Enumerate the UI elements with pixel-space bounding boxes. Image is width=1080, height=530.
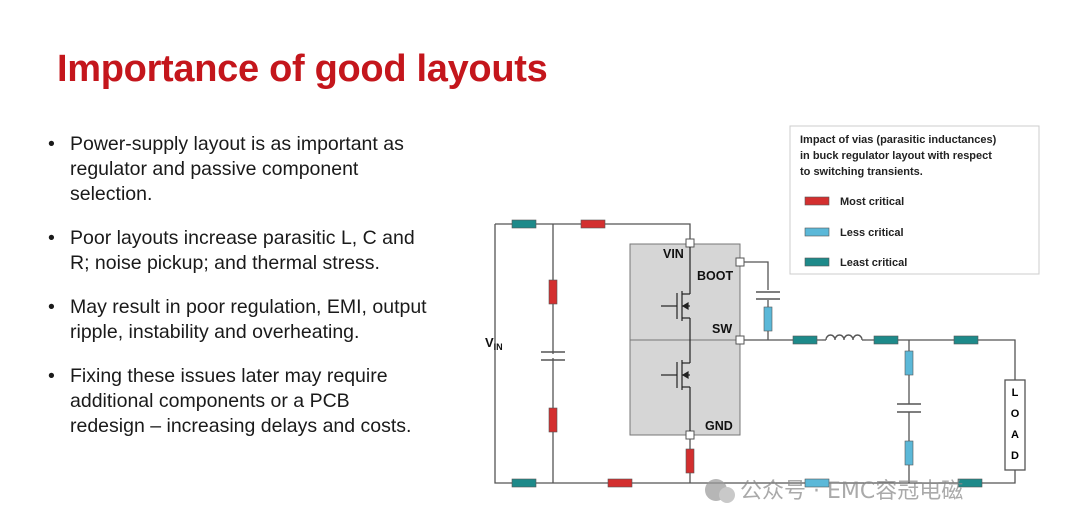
bullet-line: Power-supply layout is as important as [70,133,404,155]
high-side-mosfet [661,247,691,340]
load: L O A D [1004,379,1026,471]
boot-capacitor [756,291,780,300]
legend-label-least: Least critical [840,257,907,269]
via-less [763,306,773,332]
regulator-ic: VIN BOOT SW GND [629,238,745,440]
pin-boot-label: BOOT [697,269,733,283]
bullet-line: additional components or a PCB [70,390,350,412]
via-most [580,219,606,229]
legend-swatch-least [804,257,830,267]
vias [511,219,983,488]
via-least [873,335,899,345]
bullet-line: regulator and passive component [70,158,359,180]
bullet-dot: • [48,133,55,155]
load-letter: O [1011,408,1020,420]
via-most [548,279,558,305]
bullet-dot: • [48,296,55,318]
via-most [548,407,558,433]
legend-label-less: Less critical [840,227,904,239]
bullet-line: ripple, instability and overheating. [70,321,360,343]
pin-gnd-label: GND [705,419,733,433]
legend-title-line: in buck regulator layout with respect [800,150,992,162]
via-less [904,350,914,376]
bullet-item: • Fixing these issues later may require … [48,364,468,439]
via-least [953,335,979,345]
via-less [804,478,830,488]
bullet-item: • Power-supply layout is as important as… [48,132,468,207]
load-letter: L [1012,387,1019,399]
slide-title: Importance of good layouts [57,48,548,90]
legend: Impact of vias (parasitic inductances) i… [789,125,1040,275]
bullet-item: • May result in poor regulation, EMI, ou… [48,295,468,345]
via-least [792,335,818,345]
vin-label-main: V [485,335,494,350]
bullet-list: • Power-supply layout is as important as… [48,132,468,458]
bullet-line: May result in poor regulation, EMI, outp… [70,296,427,318]
via-most [685,448,695,474]
legend-label-most: Most critical [840,196,904,208]
pin-sw-label: SW [712,322,732,336]
legend-swatch-most [804,196,830,206]
bullet-line: Fixing these issues later may require [70,365,388,387]
bullet-item: • Poor layouts increase parasitic L, C a… [48,226,468,276]
bullet-line: redesign – increasing delays and costs. [70,415,412,437]
bullet-line: selection. [70,183,153,205]
low-side-mosfet [661,340,691,431]
via-least [511,478,537,488]
bullet-line: R; noise pickup; and thermal stress. [70,252,380,274]
vin-label-subscript: IN [494,342,503,352]
watermark: 公众号 · EMC容冠电磁 [705,479,963,504]
via-less [904,440,914,466]
vin-label: VIN [485,335,503,352]
via-most [607,478,633,488]
watermark-text: 公众号 · EMC容冠电磁 [740,479,963,504]
legend-swatch-less [804,227,830,237]
load-letter: A [1011,429,1019,441]
legend-title-line: Impact of vias (parasitic inductances) [800,134,997,146]
legend-title-line: to switching transients. [800,166,923,178]
via-least [957,478,983,488]
load-letter: D [1011,450,1019,462]
input-capacitor [541,351,565,361]
bullet-dot: • [48,227,55,249]
bullet-dot: • [48,365,55,387]
via-least [511,219,537,229]
pin-vin-label: VIN [663,247,684,261]
output-capacitor [897,403,921,413]
bullet-line: Poor layouts increase parasitic L, C and [70,227,415,249]
